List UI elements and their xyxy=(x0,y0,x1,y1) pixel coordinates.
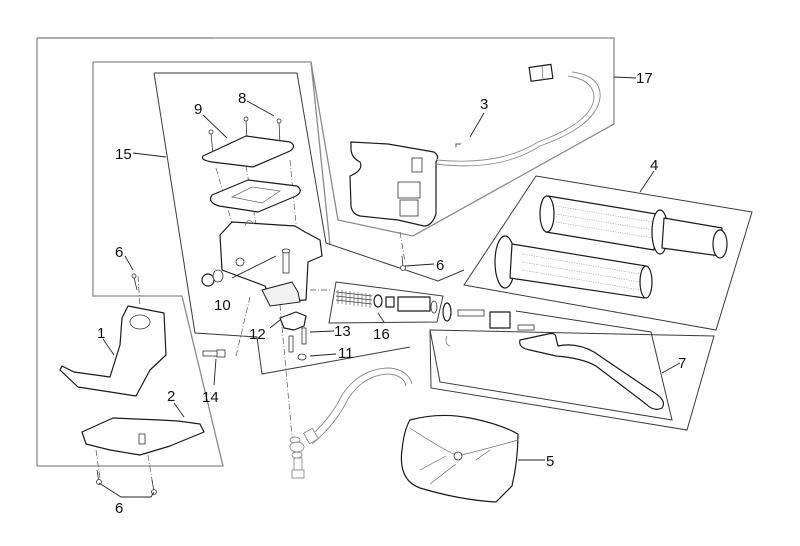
callout-7[interactable]: 7 xyxy=(678,355,686,372)
part-2-post xyxy=(138,433,146,445)
callout-1[interactable]: 1 xyxy=(97,325,105,342)
part-13-screws[interactable] xyxy=(288,327,307,353)
callout-14[interactable]: 14 xyxy=(202,389,219,406)
callout-6-mid[interactable]: 6 xyxy=(436,257,444,274)
part-lever-pivot-hardware xyxy=(442,302,535,347)
callout-8[interactable]: 8 xyxy=(238,90,246,107)
part-6-screw-top[interactable] xyxy=(131,273,138,291)
part-5-reservoir-cover[interactable] xyxy=(400,414,519,503)
callout-9[interactable]: 9 xyxy=(194,101,202,118)
callout-11[interactable]: 11 xyxy=(338,345,354,362)
callout-13[interactable]: 13 xyxy=(334,323,351,340)
part-12-clamp[interactable] xyxy=(279,311,307,331)
part-17-wiring[interactable] xyxy=(435,63,601,167)
lever-outer-frame xyxy=(429,329,715,431)
callout-17[interactable]: 17 xyxy=(636,70,653,87)
part-9-reservoir-cap[interactable] xyxy=(201,135,295,168)
part-diaphragm xyxy=(209,179,301,213)
callout-6-top[interactable]: 6 xyxy=(115,244,123,261)
part-1-hole xyxy=(129,314,151,330)
switch-housing-frame xyxy=(37,37,615,237)
part-10-bolt[interactable] xyxy=(281,248,291,274)
part-4-grips[interactable] xyxy=(494,195,728,299)
callout-5[interactable]: 5 xyxy=(546,453,554,470)
part-7-brake-lever[interactable] xyxy=(519,332,665,410)
part-11-nut[interactable] xyxy=(297,353,307,361)
master-cylinder-frame xyxy=(153,72,465,375)
part-6-screws-bottom[interactable] xyxy=(96,469,157,495)
callout-2[interactable]: 2 xyxy=(167,388,175,405)
leader-lines xyxy=(98,76,681,498)
part-switch-housing[interactable] xyxy=(349,141,439,227)
part-6-screw-mid[interactable] xyxy=(400,255,406,271)
part-14-bleeder[interactable] xyxy=(202,349,226,358)
callout-4[interactable]: 4 xyxy=(650,157,658,174)
callout-10[interactable]: 10 xyxy=(214,297,231,314)
grips-frame xyxy=(463,175,753,331)
callout-3[interactable]: 3 xyxy=(480,96,488,113)
callout-15[interactable]: 15 xyxy=(115,146,132,163)
part-1-lower-cover[interactable] xyxy=(59,305,167,397)
part-16-piston-kit[interactable] xyxy=(335,290,438,314)
piston-kit-frame xyxy=(328,281,444,324)
part-brake-hose[interactable] xyxy=(289,367,413,479)
callout-labels: 15 9 8 6 1 2 6 10 12 13 11 14 16 6 3 17 … xyxy=(97,70,686,517)
callout-12[interactable]: 12 xyxy=(249,326,266,343)
callout-16[interactable]: 16 xyxy=(373,326,390,343)
part-master-cylinder-body[interactable] xyxy=(201,220,323,307)
lever-frame xyxy=(429,310,673,421)
frames xyxy=(36,37,753,467)
callout-6-bottom[interactable]: 6 xyxy=(115,500,123,517)
